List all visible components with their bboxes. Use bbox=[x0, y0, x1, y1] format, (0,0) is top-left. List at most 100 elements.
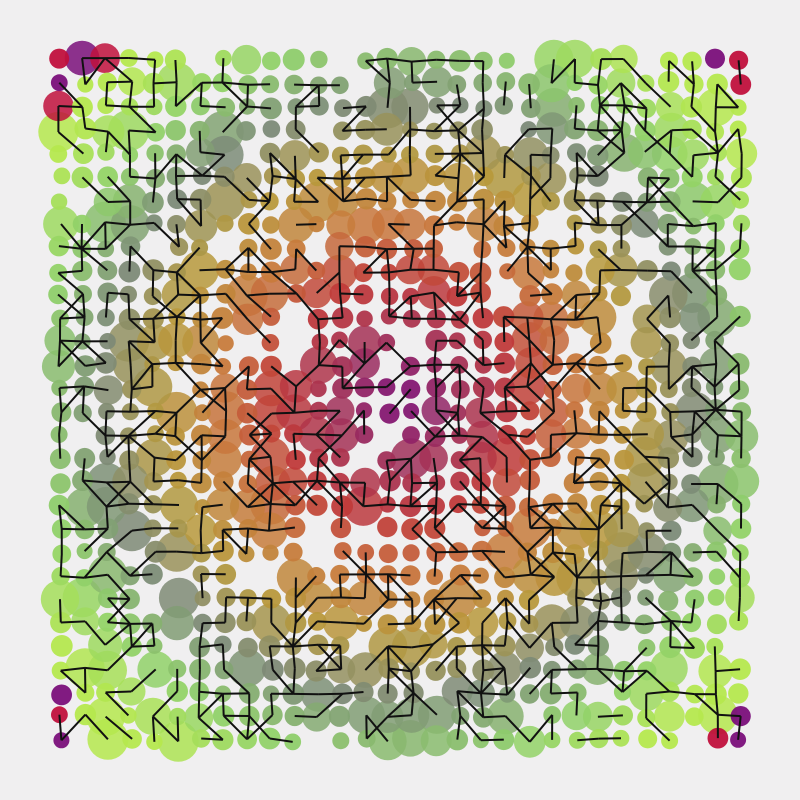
connector-line bbox=[80, 248, 109, 272]
connector-line bbox=[575, 152, 579, 176]
connector-line bbox=[528, 127, 553, 131]
connector-line bbox=[597, 199, 623, 203]
connector-line bbox=[456, 389, 462, 413]
connector-line bbox=[573, 105, 578, 129]
connector-line bbox=[456, 715, 462, 740]
connector-line bbox=[647, 550, 672, 554]
connector-line bbox=[529, 714, 553, 743]
node-circle bbox=[402, 544, 420, 562]
connector-line bbox=[457, 153, 462, 179]
connector-line bbox=[575, 152, 599, 177]
connector-line bbox=[458, 549, 482, 553]
connector-line bbox=[386, 668, 390, 694]
connector-line bbox=[598, 575, 622, 579]
connector-line bbox=[410, 692, 415, 716]
connector-line bbox=[57, 340, 84, 368]
connector-line bbox=[646, 200, 671, 204]
connector-line bbox=[127, 410, 157, 437]
connector-line bbox=[621, 201, 645, 224]
connector-line bbox=[340, 292, 364, 296]
node-circle bbox=[565, 264, 583, 282]
connector-line bbox=[506, 409, 530, 413]
connector-line bbox=[128, 57, 156, 61]
connector-line bbox=[294, 715, 317, 718]
connector-line bbox=[127, 435, 131, 461]
connector-line bbox=[201, 387, 226, 414]
connector-line bbox=[671, 128, 692, 132]
connector-line bbox=[107, 621, 131, 625]
node-circle bbox=[93, 375, 124, 405]
connector-line bbox=[529, 503, 554, 529]
connector-line bbox=[224, 247, 250, 271]
connector-line bbox=[107, 80, 133, 84]
node-circle bbox=[729, 50, 749, 70]
connector-line bbox=[717, 128, 739, 154]
connector-line bbox=[107, 200, 131, 203]
connector-line bbox=[456, 340, 485, 366]
connector-line bbox=[81, 106, 87, 129]
connector-line bbox=[715, 483, 719, 505]
connector-line bbox=[387, 57, 412, 63]
connector-line bbox=[456, 690, 485, 719]
connector-line bbox=[57, 131, 85, 155]
connector-line bbox=[572, 457, 578, 484]
connector-line bbox=[550, 432, 578, 458]
connector-line bbox=[577, 174, 598, 177]
connector-line bbox=[58, 714, 63, 741]
connector-line bbox=[107, 130, 131, 156]
connector-line bbox=[481, 505, 506, 529]
node-circle bbox=[53, 167, 71, 185]
connector-line bbox=[693, 151, 719, 157]
connector-line bbox=[690, 386, 717, 411]
connector-line bbox=[527, 245, 551, 250]
connector-line bbox=[339, 645, 343, 670]
connector-line bbox=[411, 58, 437, 63]
connector-line bbox=[410, 435, 436, 460]
connector-line bbox=[693, 222, 716, 228]
connector-line bbox=[573, 222, 577, 247]
node-circle bbox=[402, 426, 420, 444]
connector-line bbox=[597, 714, 623, 718]
connector-line bbox=[388, 388, 412, 415]
node-circle bbox=[332, 732, 350, 750]
connector-line bbox=[342, 550, 367, 576]
node-circle bbox=[661, 520, 682, 541]
connector-line bbox=[385, 341, 412, 368]
connector-line bbox=[620, 269, 648, 272]
connector-line bbox=[130, 410, 156, 413]
connector-line bbox=[175, 81, 203, 108]
connector-line bbox=[480, 738, 504, 742]
connector-line bbox=[622, 58, 647, 84]
connector-line bbox=[645, 82, 672, 108]
connector-line bbox=[247, 105, 272, 110]
connector-line bbox=[435, 174, 459, 180]
connector-line bbox=[481, 597, 507, 624]
connector-line bbox=[202, 621, 226, 625]
connector-line bbox=[364, 645, 389, 671]
node-circle bbox=[283, 542, 303, 562]
connector-line bbox=[199, 268, 226, 272]
connector-line bbox=[131, 644, 155, 648]
connector-line bbox=[127, 130, 131, 155]
connector-line bbox=[411, 528, 437, 554]
connector-line bbox=[503, 222, 530, 227]
connector-line bbox=[386, 58, 391, 83]
connector-line bbox=[504, 128, 530, 156]
connector-line bbox=[128, 340, 155, 344]
connector-line bbox=[575, 362, 601, 390]
node-circle bbox=[228, 648, 267, 687]
node-circle bbox=[377, 516, 398, 538]
connector-line bbox=[737, 363, 741, 391]
connector-line bbox=[128, 246, 132, 272]
connector-line bbox=[459, 715, 482, 741]
connector-line bbox=[388, 667, 415, 694]
connector-line bbox=[152, 318, 156, 343]
connector-line bbox=[601, 596, 622, 603]
connector-line bbox=[694, 693, 719, 716]
connector-line bbox=[389, 458, 412, 482]
connector-line bbox=[224, 597, 228, 623]
connector-line bbox=[248, 200, 271, 225]
connector-line bbox=[645, 177, 649, 203]
connector-line bbox=[387, 223, 415, 250]
connector-line bbox=[106, 176, 131, 202]
